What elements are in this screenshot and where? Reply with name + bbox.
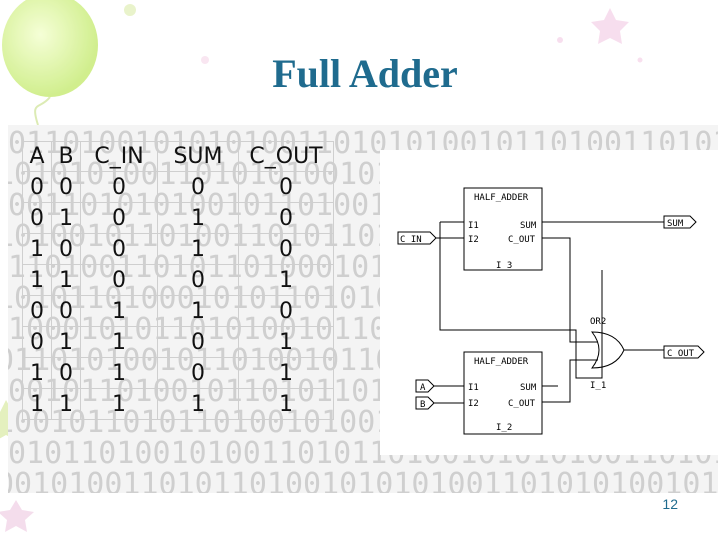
or-gate-symbol xyxy=(590,331,625,369)
cell-a: 1 xyxy=(22,233,52,265)
cell-b: 0 xyxy=(51,295,81,327)
half-adder-2-title: HALF_ADDER xyxy=(474,357,529,367)
or-gate-label: OR2 xyxy=(590,317,606,327)
cell-sum: 1 xyxy=(157,202,239,234)
half-adder-2-instance: I_2 xyxy=(496,423,512,433)
half-adder-1-sum: SUM xyxy=(520,221,537,231)
cell-sum: 0 xyxy=(157,326,239,358)
sum-port xyxy=(663,215,697,229)
table-row: 0 0 1 1 0 xyxy=(22,295,334,327)
half-adder-1-instance: I_3 xyxy=(496,261,512,271)
half-adder-1-block xyxy=(463,187,543,271)
cell-c-out: 0 xyxy=(238,171,334,203)
half-adder-1-cout: C_OUT xyxy=(508,235,536,245)
cell-b: 1 xyxy=(51,326,81,358)
truth-table-body: 0 0 0 0 0 0 1 0 1 0 1 0 0 1 0 1 1 0 0 1 xyxy=(22,171,334,420)
cell-a: 1 xyxy=(22,264,52,296)
half-adder-1-title: HALF_ADDER xyxy=(474,193,529,203)
balloon-decoration xyxy=(2,0,209,126)
c-in-port xyxy=(397,231,437,245)
header-c-in: C_IN xyxy=(80,141,158,172)
b-port-label: B xyxy=(420,400,425,410)
half-adder-2-block xyxy=(463,351,543,435)
cell-sum: 1 xyxy=(157,388,239,420)
cell-b: 1 xyxy=(51,264,81,296)
cell-c-out: 0 xyxy=(238,295,334,327)
cell-c-out: 1 xyxy=(238,264,334,296)
a-port xyxy=(415,379,435,393)
header-b: B xyxy=(51,141,81,172)
star-decoration xyxy=(557,8,643,63)
cell-c-out: 1 xyxy=(238,357,334,389)
cell-c-in: 1 xyxy=(80,357,158,389)
full-adder-schematic: HALF_ADDER I1 I2 SUM C_OUT I_3 HALF_ADDE… xyxy=(380,150,718,455)
binary-digit-row: 0010100110101101001010101001101010100101… xyxy=(8,467,718,493)
cell-sum: 0 xyxy=(157,357,239,389)
cell-sum: 1 xyxy=(157,295,239,327)
cell-a: 1 xyxy=(22,388,52,420)
cell-b: 0 xyxy=(51,357,81,389)
truth-table: A B C_IN SUM C_OUT 0 0 0 0 0 0 1 0 1 0 1… xyxy=(22,141,334,420)
slide-title: Full Adder xyxy=(272,51,458,96)
cell-sum: 0 xyxy=(157,264,239,296)
table-row: 1 0 1 0 1 xyxy=(22,357,334,389)
table-row: 0 1 1 0 1 xyxy=(22,326,334,358)
cell-c-out: 0 xyxy=(238,202,334,234)
cell-c-in: 0 xyxy=(80,202,158,234)
c-out-port xyxy=(663,345,705,359)
cell-a: 0 xyxy=(22,295,52,327)
table-row: 1 1 1 1 1 xyxy=(22,388,334,420)
wire-ha1-cout-to-or xyxy=(542,237,598,343)
cell-b: 0 xyxy=(51,233,81,265)
cell-c-in: 0 xyxy=(80,171,158,203)
header-a: A xyxy=(22,141,52,172)
half-adder-2-in2: I2 xyxy=(468,399,479,409)
page-number: 12 xyxy=(662,496,678,512)
half-adder-2-cout: C_OUT xyxy=(508,399,536,409)
table-row: 1 1 0 0 1 xyxy=(22,264,334,296)
table-row: 1 0 0 1 0 xyxy=(22,233,334,265)
wire-feedback xyxy=(439,221,603,379)
half-adder-2-in1: I1 xyxy=(468,383,479,393)
wire-ha2-cout-to-or xyxy=(542,359,598,403)
cell-b: 1 xyxy=(51,388,81,420)
cell-c-in: 1 xyxy=(80,295,158,327)
half-adder-2-sum: SUM xyxy=(520,383,537,393)
cell-b: 1 xyxy=(51,202,81,234)
half-adder-1-in1: I1 xyxy=(468,221,479,231)
table-row: 0 1 0 1 0 xyxy=(22,202,334,234)
cell-a: 0 xyxy=(22,202,52,234)
cell-c-out: 1 xyxy=(238,388,334,420)
a-port-label: A xyxy=(420,383,426,393)
table-row: 0 0 0 0 0 xyxy=(22,171,334,203)
cell-a: 1 xyxy=(22,357,52,389)
header-sum: SUM xyxy=(157,141,239,172)
cell-sum: 1 xyxy=(157,233,239,265)
cell-c-in: 0 xyxy=(80,264,158,296)
cell-b: 0 xyxy=(51,171,81,203)
sum-port-label: SUM xyxy=(667,219,684,229)
c-in-port-label: C_IN xyxy=(400,235,422,245)
cell-sum: 0 xyxy=(157,171,239,203)
cell-c-out: 0 xyxy=(238,233,334,265)
cell-c-in: 0 xyxy=(80,233,158,265)
or-gate-instance: I_1 xyxy=(590,381,606,391)
cell-a: 0 xyxy=(22,171,52,203)
c-out-port-label: C_OUT xyxy=(667,349,695,359)
cell-c-out: 1 xyxy=(238,326,334,358)
header-c-out: C_OUT xyxy=(238,141,334,172)
cell-c-in: 1 xyxy=(80,388,158,420)
truth-table-header-row: A B C_IN SUM C_OUT xyxy=(22,141,334,172)
b-port xyxy=(415,396,435,410)
cell-c-in: 1 xyxy=(80,326,158,358)
cell-a: 0 xyxy=(22,326,52,358)
half-adder-1-in2: I2 xyxy=(468,235,479,245)
